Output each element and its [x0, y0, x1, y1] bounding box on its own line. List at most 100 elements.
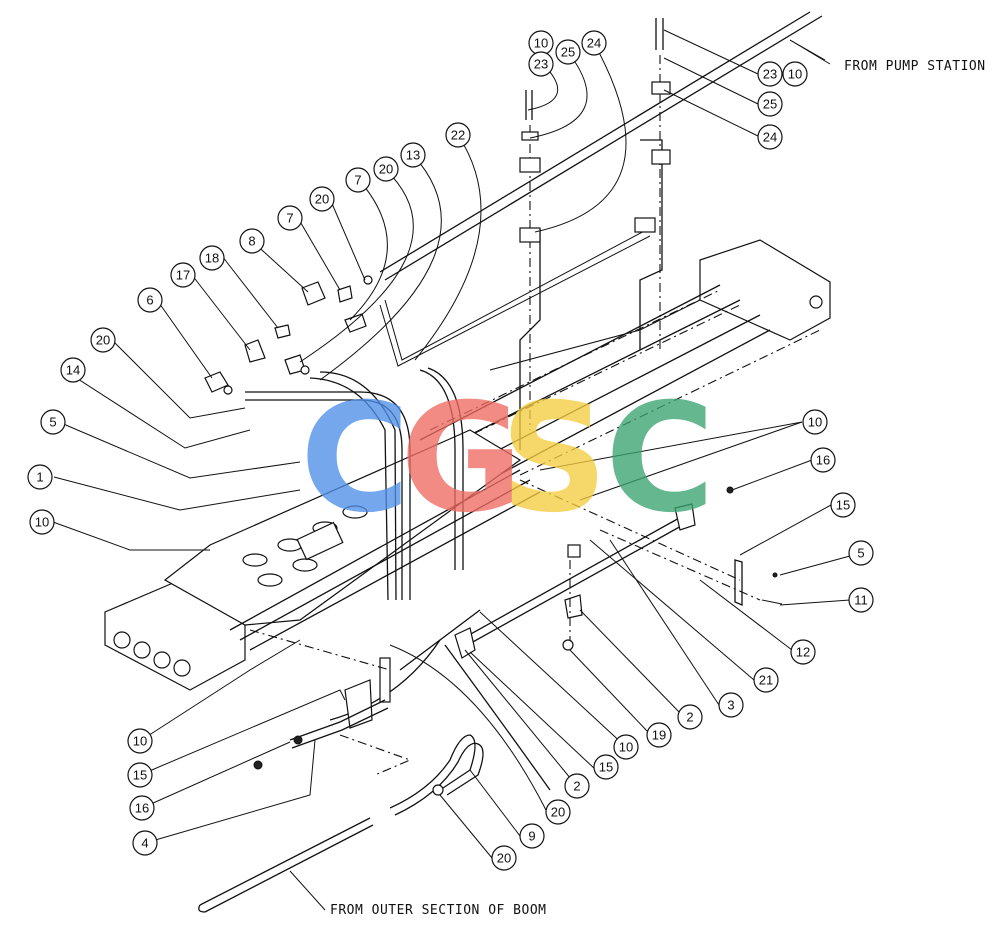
watermark-letter-s: S — [500, 372, 608, 546]
callout-21: 21 — [753, 667, 779, 693]
svg-text:21: 21 — [759, 673, 773, 688]
svg-text:10: 10 — [788, 67, 802, 82]
svg-text:22: 22 — [451, 128, 465, 143]
svg-text:24: 24 — [763, 130, 777, 145]
svg-text:20: 20 — [497, 851, 511, 866]
callout-19: 19 — [646, 722, 672, 748]
svg-text:6: 6 — [146, 293, 153, 308]
svg-text:17: 17 — [176, 268, 190, 283]
callout-20b: 20 — [373, 156, 399, 182]
callout-18: 18 — [199, 245, 225, 271]
svg-text:14: 14 — [66, 363, 80, 378]
callout-10d: 10 — [29, 509, 55, 535]
callout-25b: 25 — [757, 91, 783, 117]
callout-17: 17 — [170, 262, 196, 288]
svg-text:10: 10 — [35, 515, 49, 530]
leader-lines — [52, 29, 851, 911]
svg-text:10: 10 — [534, 36, 548, 51]
callout-9: 9 — [519, 823, 545, 849]
callout-20e: 20 — [491, 845, 517, 871]
svg-text:7: 7 — [286, 211, 293, 226]
watermark-letter-c2: C — [605, 372, 715, 546]
svg-text:24: 24 — [587, 36, 601, 51]
callout-10f: 10 — [613, 734, 639, 760]
svg-text:10: 10 — [619, 740, 633, 755]
svg-text:5: 5 — [49, 415, 56, 430]
callout-23b: 23 — [757, 61, 783, 87]
svg-text:2: 2 — [573, 779, 580, 794]
svg-text:7: 7 — [354, 173, 361, 188]
svg-text:10: 10 — [133, 734, 147, 749]
svg-text:9: 9 — [528, 829, 535, 844]
svg-text:12: 12 — [796, 645, 810, 660]
inlet-fittings — [204, 275, 783, 605]
callout-25a: 25 — [555, 39, 581, 65]
callout-14: 14 — [60, 357, 86, 383]
outer-boom-hose — [198, 734, 484, 913]
callout-10e: 10 — [127, 728, 153, 754]
svg-text:15: 15 — [836, 498, 850, 513]
callout-3: 3 — [718, 692, 744, 718]
callout-13: 13 — [400, 142, 426, 168]
svg-text:19: 19 — [652, 728, 666, 743]
callout-7a: 7 — [277, 205, 303, 231]
svg-text:20: 20 — [551, 805, 565, 820]
note-from-outer-boom: FROM OUTER SECTION OF BOOM — [330, 903, 547, 918]
svg-text:1: 1 — [36, 470, 43, 485]
callout-23a: 23 — [528, 51, 554, 77]
svg-text:23: 23 — [763, 67, 777, 82]
cylinder-bank — [419, 239, 831, 486]
svg-text:16: 16 — [135, 801, 149, 816]
callout-5b: 5 — [848, 540, 874, 566]
callout-20c: 20 — [90, 327, 116, 353]
callout-15b: 15 — [127, 762, 153, 788]
callout-1: 1 — [27, 464, 53, 490]
watermark: C G S C — [300, 372, 715, 546]
svg-text:16: 16 — [816, 453, 830, 468]
callout-6: 6 — [137, 287, 163, 313]
svg-text:23: 23 — [534, 57, 548, 72]
nozzle-line — [329, 479, 761, 791]
svg-text:20: 20 — [96, 333, 110, 348]
hanger-rods — [519, 18, 671, 450]
svg-text:5: 5 — [857, 546, 864, 561]
lower-fittings — [249, 629, 412, 776]
svg-text:3: 3 — [727, 698, 734, 713]
svg-text:10: 10 — [808, 415, 822, 430]
callout-16b: 16 — [129, 795, 155, 821]
svg-text:20: 20 — [315, 192, 329, 207]
svg-text:11: 11 — [854, 593, 868, 608]
svg-text:8: 8 — [248, 234, 255, 249]
svg-text:13: 13 — [406, 148, 420, 163]
svg-text:25: 25 — [763, 97, 777, 112]
callout-15c: 15 — [593, 754, 619, 780]
svg-text:2: 2 — [686, 710, 693, 725]
callout-16a: 16 — [810, 447, 836, 473]
callout-4: 4 — [132, 830, 158, 856]
note-from-pump-station: FROM PUMP STATION — [844, 59, 986, 74]
callout-2b: 2 — [564, 773, 590, 799]
svg-text:15: 15 — [599, 760, 613, 775]
callout-22: 22 — [445, 122, 471, 148]
callout-20a: 20 — [309, 186, 335, 212]
callout-8: 8 — [239, 228, 265, 254]
callout-12: 12 — [790, 639, 816, 665]
watermark-letter-c1: C — [300, 372, 410, 546]
callout-20d: 20 — [545, 799, 571, 825]
svg-text:15: 15 — [133, 768, 147, 783]
callout-7b: 7 — [345, 167, 371, 193]
boom-center-section — [104, 429, 541, 691]
callout-5a: 5 — [40, 409, 66, 435]
callout-24b: 24 — [757, 124, 783, 150]
svg-text:4: 4 — [141, 836, 148, 851]
callout-10c: 10 — [802, 409, 828, 435]
svg-text:18: 18 — [205, 251, 219, 266]
callout-15a: 15 — [830, 492, 856, 518]
callout-2a: 2 — [677, 704, 703, 730]
callout-11: 11 — [848, 587, 874, 613]
watermark-letter-g: G — [400, 372, 523, 546]
svg-text:20: 20 — [379, 162, 393, 177]
callout-10b: 10 — [782, 61, 808, 87]
